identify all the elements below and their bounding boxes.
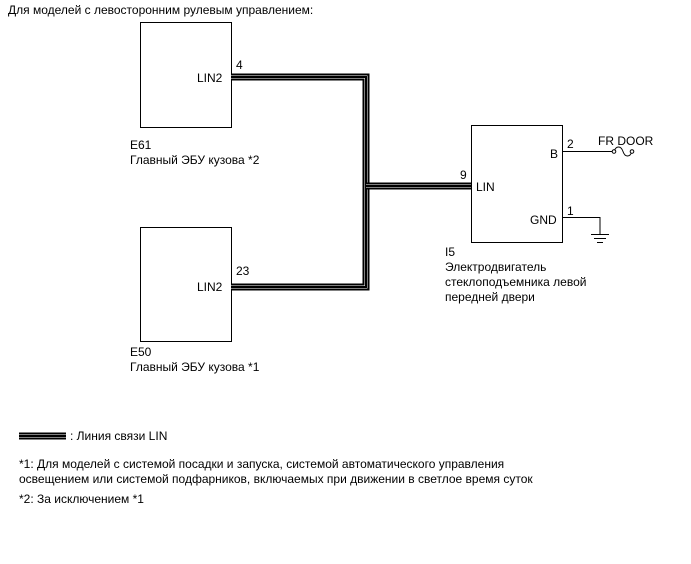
fuse-icon — [613, 146, 633, 157]
motor-box — [471, 125, 563, 243]
motor-name-line-1: Электродвигатель — [445, 260, 547, 274]
legend-text: : Линия связи LIN — [70, 429, 168, 443]
ground-icon — [591, 234, 609, 243]
ecu-top-name: Главный ЭБУ кузова *2 — [130, 153, 260, 167]
motor-pin-b-number: 2 — [567, 137, 574, 151]
motor-pin-gnd-label: GND — [530, 213, 557, 227]
motor-pin-lin-number: 9 — [460, 168, 467, 182]
ground-wire — [562, 217, 601, 234]
note-line-3: *2: За исключением *1 — [19, 492, 144, 506]
ecu-top-pin-label: LIN2 — [197, 71, 223, 85]
motor-name-line-2: стеклоподъемника левой — [445, 275, 587, 289]
motor-name-line-3: передней двери — [445, 290, 535, 304]
ecu-bottom-name: Главный ЭБУ кузова *1 — [130, 360, 260, 374]
motor-pin-b-label: B — [550, 147, 559, 161]
motor-pin-gnd-number: 1 — [567, 204, 574, 218]
fuse-label: FR DOOR — [598, 134, 654, 148]
lin-bus — [231, 73, 471, 291]
ecu-bottom-code: E50 — [130, 345, 152, 359]
motor-pin-lin-label: LIN — [476, 180, 495, 194]
ecu-top-pin-number: 4 — [236, 58, 243, 72]
page-title: Для моделей с левосторонним рулевым упра… — [8, 3, 314, 17]
motor-code: I5 — [445, 245, 456, 259]
ecu-bottom-pin-label: LIN2 — [197, 280, 223, 294]
ecu-top-code: E61 — [130, 138, 152, 152]
note-line-1: *1: Для моделей с системой посадки и зап… — [19, 457, 505, 471]
note-line-2: освещением или системой подфарников, вкл… — [19, 472, 533, 486]
ecu-bottom-pin-number: 23 — [236, 264, 250, 278]
